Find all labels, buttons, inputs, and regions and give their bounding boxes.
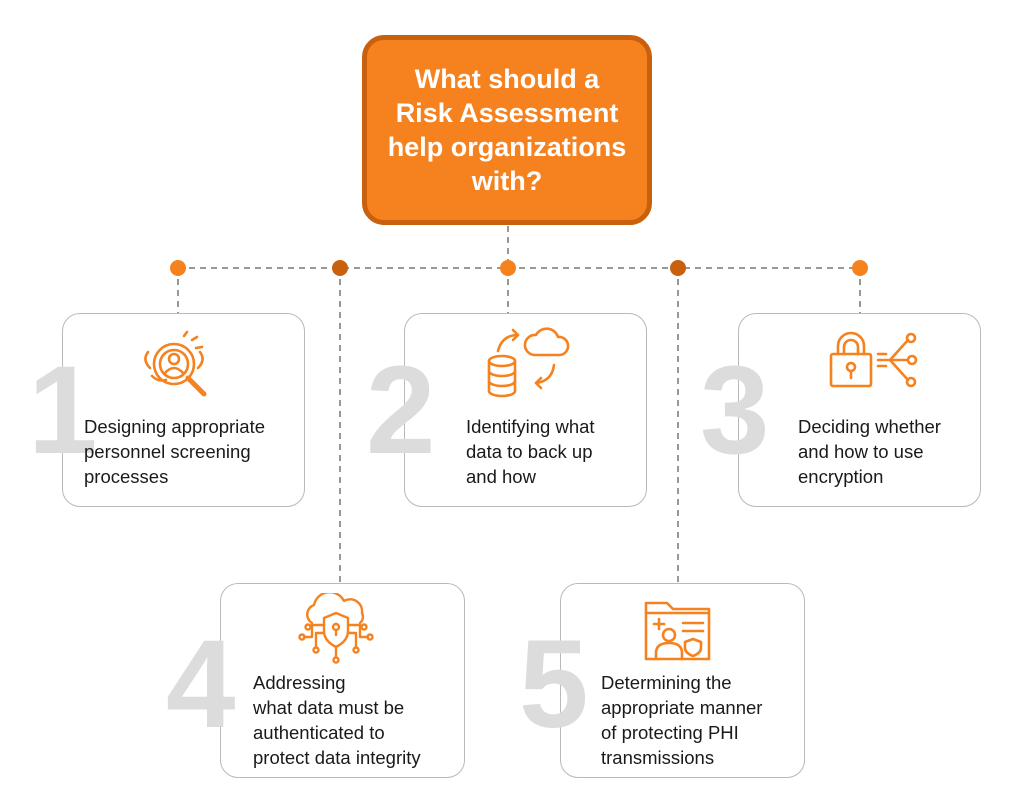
card-5 (560, 583, 805, 778)
page-title: What should a Risk Assessment help organ… (387, 64, 627, 196)
item-text-5: Determining the appropriate manner of pr… (601, 672, 763, 768)
step-number-4: 4 (166, 615, 236, 754)
person-search-icon (140, 330, 216, 400)
title-box: What should a Risk Assessment help organ… (362, 35, 652, 225)
connector-dot-4 (332, 260, 348, 276)
step-number-3: 3 (700, 341, 770, 480)
item-text-2: Identifying what data to back up and how (466, 416, 595, 487)
item-text-4: Addressing what data must be authenticat… (253, 672, 421, 768)
cloud-shield-circuit-icon (296, 593, 376, 665)
item-text-3: Deciding whether and how to use encrypti… (798, 416, 941, 487)
step-number-1: 1 (28, 341, 98, 480)
connector-dot-1 (170, 260, 186, 276)
step-number-2: 2 (366, 341, 436, 480)
card-3 (738, 313, 981, 507)
step-number-5: 5 (519, 615, 589, 754)
connector-dot-5 (670, 260, 686, 276)
item-text-1: Designing appropriate personnel screenin… (84, 416, 266, 487)
database-cloud-sync-icon (480, 325, 572, 401)
medical-folder-icon (643, 597, 713, 661)
padlock-network-icon (828, 330, 920, 392)
connector-dot-2 (500, 260, 516, 276)
connector-dot-3 (852, 260, 868, 276)
